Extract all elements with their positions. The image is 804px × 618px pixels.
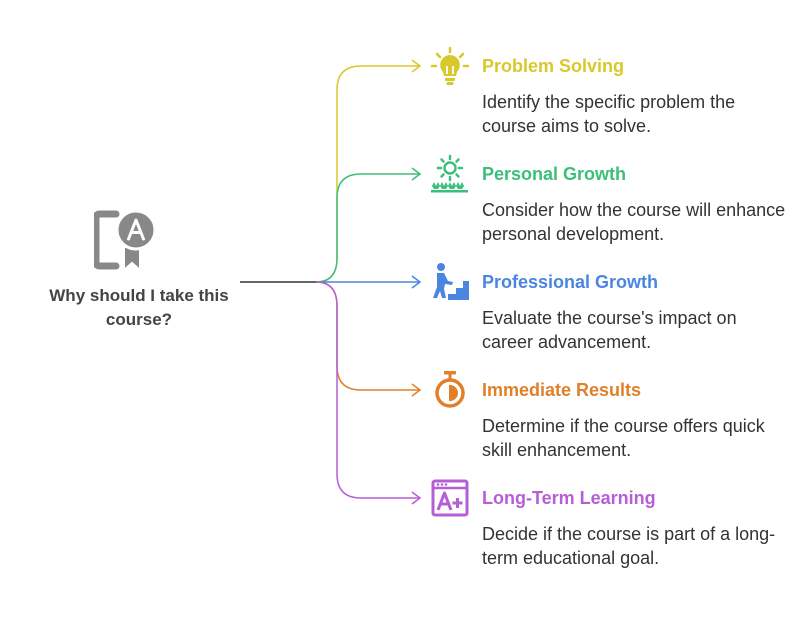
branch-title-personal-growth: Personal Growth	[482, 164, 627, 184]
stopwatch-icon	[435, 371, 465, 408]
arrowhead-problem-solving	[411, 59, 422, 73]
connector-long-term-learning	[315, 281, 420, 499]
branch-title-professional-growth: Professional Growth	[482, 272, 659, 292]
branch-description-long-term-learning: Decide if the course is part of a long-t…	[482, 524, 776, 568]
branch-description-personal-growth: Consider how the course will enhance per…	[482, 200, 786, 244]
arrowhead-immediate-results	[411, 383, 422, 397]
arrowhead-personal-growth	[411, 167, 422, 181]
connector-immediate-results	[315, 281, 420, 391]
person-climbing-stairs-icon	[433, 263, 469, 300]
a-plus-grade-icon	[431, 479, 469, 517]
branch-title-problem-solving: Problem Solving	[482, 56, 625, 76]
arrowhead-professional-growth	[411, 275, 422, 289]
branch-title-long-term-learning: Long-Term Learning	[482, 488, 656, 508]
branch-description-problem-solving: Identify the specific problem the course…	[482, 92, 736, 136]
branch-title-immediate-results: Immediate Results	[482, 380, 642, 400]
central-question: Why should I take this course?	[49, 286, 229, 329]
certificate-a-icon	[94, 209, 157, 272]
connector-personal-growth	[315, 173, 420, 283]
sun-sprout-icon	[431, 154, 468, 193]
lightbulb-icon	[430, 46, 470, 85]
branch-description-professional-growth: Evaluate the course's impact on career a…	[482, 308, 737, 352]
arrowhead-long-term-learning	[411, 491, 422, 505]
branch-description-immediate-results: Determine if the course offers quick ski…	[482, 416, 765, 460]
